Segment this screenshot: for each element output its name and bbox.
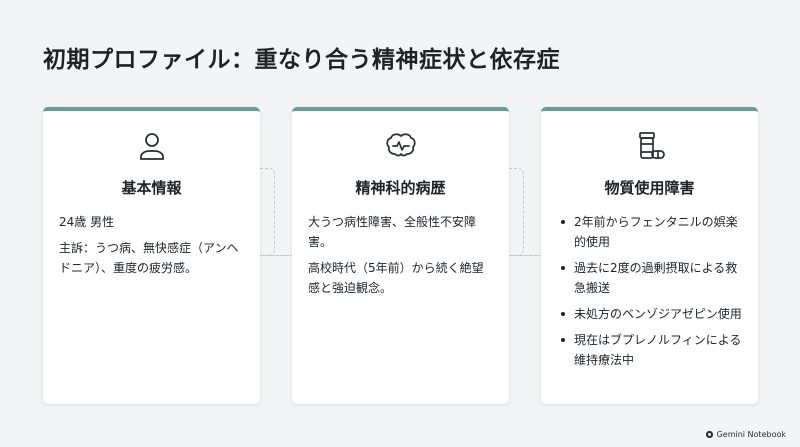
- card-basic-info: 基本情報 24歳 男性 主訴：うつ病、無快感症（アンヘドニア）、重度の疲労感。: [43, 107, 260, 404]
- brain-icon: [384, 129, 418, 163]
- card-title: 物質使用障害: [604, 179, 695, 197]
- list-item: 2年前からフェンタニルの娯楽的使用: [557, 212, 744, 252]
- pill-bottle-icon: [633, 129, 667, 163]
- connector-line: [509, 168, 524, 256]
- card-text: 24歳 男性: [59, 215, 115, 229]
- connector-line: [509, 255, 541, 256]
- list-item: 現在はブプレノルフィンによる維持療法中: [557, 330, 744, 370]
- connector-line: [260, 255, 292, 256]
- watermark: Gemini Notebook: [705, 430, 786, 439]
- card-title: 精神科的病歴: [355, 179, 446, 197]
- list-item: 未処方のベンゾジアゼピン使用: [557, 304, 744, 324]
- list-item: 過去に2度の過剰摂取による救急搬送: [557, 258, 744, 298]
- connector-line: [260, 168, 275, 256]
- card-title: 基本情報: [121, 179, 182, 197]
- person-icon: [135, 129, 169, 163]
- card-psychiatric-history: 精神科的病歴 大うつ病性障害、全般性不安障害。 高校時代（5年前）から続く絶望感…: [292, 107, 509, 404]
- card-text: 主訴：うつ病、無快感症（アンヘドニア）、重度の疲労感。: [59, 241, 239, 275]
- card-substance-use: 物質使用障害 2年前からフェンタニルの娯楽的使用 過去に2度の過剰摂取による救急…: [541, 107, 758, 404]
- card-text: 大うつ病性障害、全般性不安障害。: [308, 215, 477, 249]
- page-title: 初期プロファイル：重なり合う精神症状と依存症: [43, 47, 560, 73]
- card-text: 高校時代（5年前）から続く絶望感と強迫観念。: [308, 261, 484, 295]
- watermark-text: Gemini Notebook: [716, 430, 786, 439]
- notebook-logo-icon: [705, 430, 713, 439]
